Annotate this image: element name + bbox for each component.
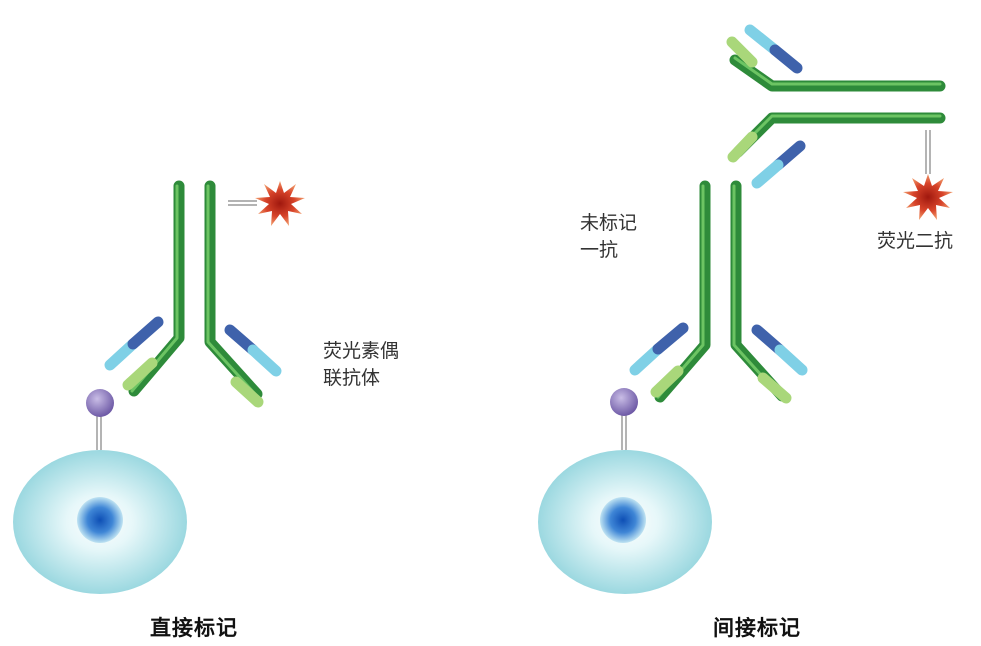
- cell-icon: [538, 450, 712, 594]
- direct-label-line2: 联抗体: [323, 367, 381, 389]
- fluorophore-icon: [228, 181, 305, 226]
- primary-label-line1: 未标记: [580, 212, 638, 234]
- indirect-labeling-panel: [538, 24, 953, 594]
- direct-labeling-panel: [13, 180, 305, 594]
- primary-label-line2: 一抗: [580, 239, 619, 261]
- direct-caption: 直接标记: [150, 615, 238, 640]
- secondary-antibody: [726, 24, 946, 189]
- antigen-icon: [86, 389, 114, 450]
- direct-label-line1: 荧光素偶: [323, 340, 400, 362]
- indirect-caption: 间接标记: [713, 615, 801, 640]
- direct-antibody-label: 荧光素偶 联抗体: [323, 338, 399, 392]
- primary-antibody-label: 未标记 一抗: [580, 210, 637, 264]
- antigen-icon: [610, 388, 638, 450]
- secondary-antibody-label: 荧光二抗: [877, 230, 954, 252]
- cell-icon: [13, 450, 187, 594]
- fluorophore-icon: [903, 130, 953, 220]
- direct-antibody: [104, 180, 282, 408]
- primary-antibody: [629, 180, 808, 404]
